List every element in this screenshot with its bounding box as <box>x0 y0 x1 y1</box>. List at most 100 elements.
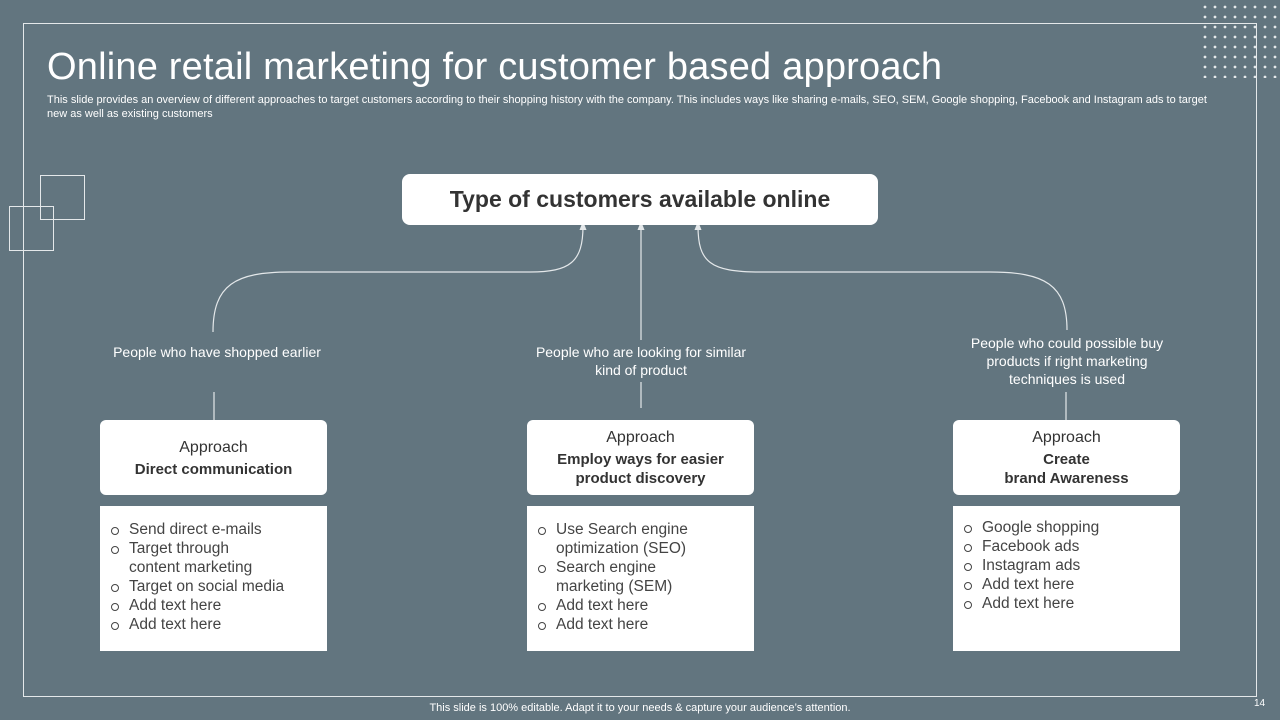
decor-dot <box>1263 5 1267 9</box>
decor-dot <box>1203 5 1207 9</box>
approach-title: Direct communication <box>134 460 293 478</box>
decor-dot <box>1203 75 1207 78</box>
list-item: Add text here <box>110 615 317 634</box>
decor-dot-grid <box>1203 5 1277 78</box>
decor-dot <box>1233 35 1237 39</box>
decor-dot <box>1273 45 1277 49</box>
decor-dot <box>1223 5 1227 9</box>
slide-frame <box>23 23 1257 697</box>
decor-dot <box>1253 75 1257 78</box>
approach-box-brand-awareness: Approach Create brand Awareness <box>953 420 1180 495</box>
decor-dot <box>1243 15 1247 19</box>
decor-dot <box>1233 75 1237 78</box>
decor-dot <box>1213 35 1217 39</box>
decor-dot <box>1253 15 1257 19</box>
decor-dot <box>1223 75 1227 78</box>
list-item: Add text here <box>537 615 744 634</box>
decor-dot <box>1243 5 1247 9</box>
decor-dot <box>1243 45 1247 49</box>
decor-dot <box>1253 5 1257 9</box>
approach-list-product-discovery: Use Search engine optimization (SEO) Sea… <box>527 506 754 651</box>
slide-subtitle: This slide provides an overview of diffe… <box>47 94 1207 120</box>
decor-dot <box>1273 75 1277 78</box>
list-item: Facebook ads <box>963 537 1170 556</box>
decor-dot <box>1223 45 1227 49</box>
decor-dot <box>1243 55 1247 59</box>
list-item: Use Search engine optimization (SEO) <box>537 520 744 558</box>
decor-square-lower <box>9 206 54 251</box>
decor-dot <box>1243 75 1247 78</box>
decor-dot <box>1263 55 1267 59</box>
approach-label: Approach <box>179 438 248 456</box>
approach-box-product-discovery: Approach Employ ways for easier product … <box>527 420 754 495</box>
description-similar-product-seekers: People who are looking for similar kind … <box>535 344 747 378</box>
approach-list-direct-communication: Send direct e-mails Target through conte… <box>100 506 327 651</box>
list-item: Add text here <box>110 596 317 615</box>
decor-dot <box>1253 45 1257 49</box>
decor-dot <box>1233 45 1237 49</box>
decor-dot <box>1203 65 1207 69</box>
decor-dot <box>1223 55 1227 59</box>
decor-dot <box>1213 15 1217 19</box>
decor-dot <box>1273 35 1277 39</box>
list-item: Target on social media <box>110 577 317 596</box>
list-item: Add text here <box>537 596 744 615</box>
decor-dot <box>1203 35 1207 39</box>
decor-dot <box>1243 65 1247 69</box>
list-item: Add text here <box>963 575 1170 594</box>
decor-dot <box>1273 65 1277 69</box>
decor-dot <box>1263 45 1267 49</box>
decor-dot <box>1253 65 1257 69</box>
decor-dot <box>1213 75 1217 78</box>
decor-dot <box>1223 65 1227 69</box>
decor-dot <box>1233 55 1237 59</box>
decor-dot <box>1203 15 1207 19</box>
list-item: Send direct e-mails <box>110 520 317 539</box>
decor-dot <box>1223 35 1227 39</box>
list-item: Add text here <box>963 594 1170 613</box>
list-item: Google shopping <box>963 518 1170 537</box>
decor-dot <box>1273 5 1277 9</box>
decor-dot <box>1243 25 1247 29</box>
decor-dot <box>1233 5 1237 9</box>
decor-dot <box>1253 25 1257 29</box>
decor-dot <box>1243 35 1247 39</box>
decor-dot <box>1233 65 1237 69</box>
decor-dot <box>1213 25 1217 29</box>
decor-dot <box>1263 35 1267 39</box>
decor-dot <box>1213 45 1217 49</box>
decor-dot <box>1263 75 1267 78</box>
approach-title: Create brand Awareness <box>1004 451 1129 487</box>
approach-list-brand-awareness: Google shopping Facebook ads Instagram a… <box>953 506 1180 651</box>
decor-dot <box>1263 15 1267 19</box>
decor-dot <box>1203 45 1207 49</box>
decor-dot <box>1253 55 1257 59</box>
decor-dot <box>1253 35 1257 39</box>
decor-dot <box>1213 55 1217 59</box>
decor-dot <box>1263 25 1267 29</box>
decor-dot <box>1223 25 1227 29</box>
decor-dot <box>1203 55 1207 59</box>
list-item: Search engine marketing (SEM) <box>537 558 744 596</box>
decor-dot <box>1213 65 1217 69</box>
decor-dot <box>1213 5 1217 9</box>
decor-dot <box>1273 55 1277 59</box>
page-number: 14 <box>1254 698 1266 709</box>
footer-note: This slide is 100% editable. Adapt it to… <box>429 702 851 714</box>
slide-title: Online retail marketing for customer bas… <box>47 46 943 88</box>
decor-dot <box>1203 25 1207 29</box>
approach-title: Employ ways for easier product discovery <box>557 451 724 487</box>
decor-dot <box>1233 15 1237 19</box>
approach-box-direct-communication: Approach Direct communication <box>100 420 327 495</box>
approach-label: Approach <box>1032 429 1101 446</box>
decor-square-upper <box>40 175 85 220</box>
customer-types-box: Type of customers available online <box>402 174 878 225</box>
list-item: Instagram ads <box>963 556 1170 575</box>
decor-dot <box>1273 15 1277 19</box>
customer-types-title: Type of customers available online <box>449 186 831 212</box>
decor-dot <box>1263 65 1267 69</box>
list-item: Target through content marketing <box>110 539 317 577</box>
decor-dot <box>1233 25 1237 29</box>
description-potential-buyers: People who could possible buy products i… <box>970 335 1164 387</box>
decor-dot <box>1223 15 1227 19</box>
